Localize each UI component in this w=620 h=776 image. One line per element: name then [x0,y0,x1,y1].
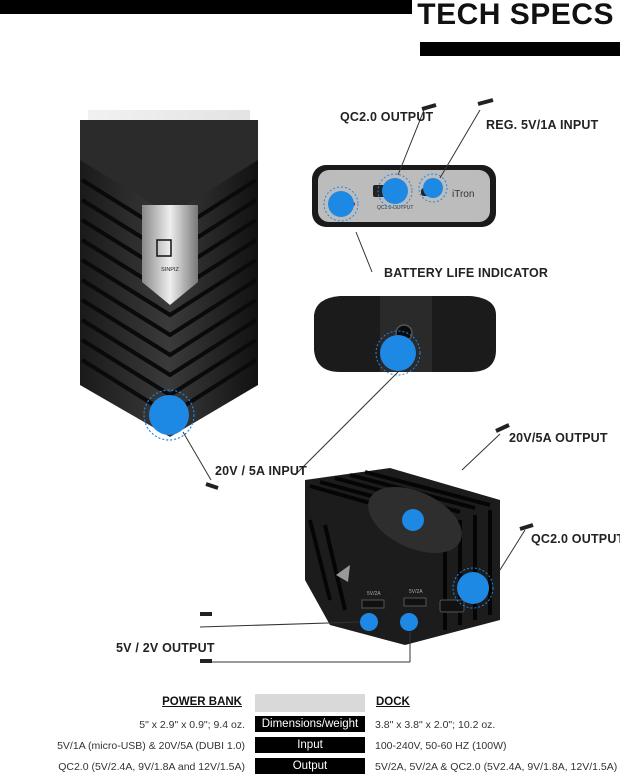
power-bank-header: POWER BANK [162,696,242,708]
callout-output-20v: 20V/5A OUTPUT [509,431,608,445]
callout-qc20-output-dock: QC2.0 OUTPUT [531,532,620,546]
spec-row-input: 5V/1A (micro-USB) & 20V/5A (DUBI 1.0) In… [0,737,620,755]
page-title: TECH SPECS [417,0,614,31]
spec-row-output: QC2.0 (5V/2.4A, 9V/1.8A and 12V/1.5A) Ou… [0,758,620,776]
header-top-bar [0,0,412,14]
header-underline-bar [420,42,620,56]
dock-input: 100-240V, 50-60 HZ (100W) [375,740,507,752]
power-bank-output: QC2.0 (5V/2.4A, 9V/1.8A and 12V/1.5A) [58,761,245,773]
svg-text:iTron: iTron [452,189,474,200]
svg-text:QC2.0 OUTPUT: QC2.0 OUTPUT [377,205,413,211]
callout-lines [182,109,526,663]
spec-label-input: Input [255,737,365,753]
dock: 5V/2A 5V/2A [305,468,500,645]
dock-output: 5V/2A, 5V/2A & QC2.0 (5V2.4A, 9V/1.8A, 1… [375,761,618,773]
callout-input-20v: 20V / 5A INPUT [215,464,307,478]
product-illustration: SINPIZ QC2.0 OUTPUT iTron [80,98,534,663]
dock-header: DOCK [376,696,410,708]
svg-text:5V/2A: 5V/2A [367,591,381,597]
callout-qc20-output-top: QC2.0 OUTPUT [340,110,434,124]
callout-output-5v2v: 5V / 2V OUTPUT [116,641,215,655]
callout-battery-indicator: BATTERY LIFE INDICATOR [384,266,549,280]
spec-table-header-spacer [255,694,365,712]
power-bank-dimensions: 5" x 2.9" x 0.9"; 9.4 oz. [139,719,245,731]
power-bank-input: 5V/1A (micro-USB) & 20V/5A (DUBI 1.0) [57,740,245,752]
dock-dimensions: 3.8" x 3.8" x 2.0"; 10.2 oz. [375,719,496,731]
spec-label-dimensions: Dimensions/weight [255,716,365,732]
power-bank: SINPIZ [80,110,258,437]
spec-label-output: Output [255,758,365,774]
callout-reg-input: REG. 5V/1A INPUT [486,118,599,132]
highlight-dots [143,173,494,631]
spec-row-dimensions: 5" x 2.9" x 0.9"; 9.4 oz. Dimensions/wei… [0,716,620,734]
power-bank-side-view [314,296,496,372]
brand-label: SINPIZ [161,267,179,273]
svg-text:5V/2A: 5V/2A [409,589,423,595]
callout-ticks [200,98,534,663]
